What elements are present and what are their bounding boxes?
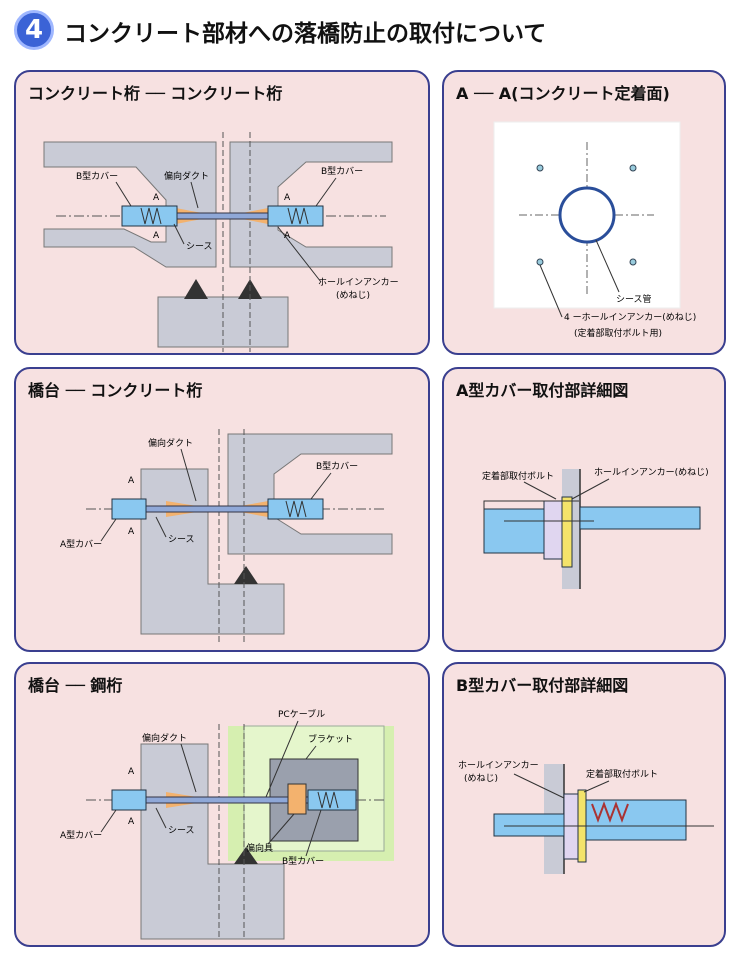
bearing xyxy=(234,847,258,864)
label-anchor: 4 ーホールインアンカー(めねじ) xyxy=(564,312,696,323)
cable-pipe xyxy=(493,813,575,837)
abutment xyxy=(140,743,285,940)
label-a-cover: A型カバー xyxy=(60,539,102,550)
bolt-plate xyxy=(561,496,573,568)
label-pc-cable: PCケーブル xyxy=(278,708,325,720)
label-device: 偏向具 xyxy=(246,842,273,854)
label-b-cover-left: B型カバー xyxy=(76,171,118,182)
label-sheath: シース xyxy=(186,242,213,252)
girder xyxy=(227,433,393,555)
label-a-top: A xyxy=(128,476,135,486)
label-b-cover: B型カバー xyxy=(282,856,324,867)
label-sheath: シース xyxy=(168,826,195,836)
panel-title: コンクリート桁 ── コンクリート桁 xyxy=(28,84,283,103)
diagram-concrete-concrete: B型カバー 偏向ダクト B型カバー シース ホールインアンカー (めねじ) A … xyxy=(43,132,399,352)
cover-body xyxy=(483,508,555,554)
label-sheath-pipe: シース管 xyxy=(616,293,652,305)
panel-title: A型カバー取付部詳細図 xyxy=(456,381,629,400)
diagram-b-cover-detail: ホールインアンカー (めねじ) 定着部取付ボルト xyxy=(458,760,714,874)
panel-abutment-to-concrete-girder: 橋台 ── コンクリート桁 偏向ダクト B型カバー A型カバー シース A A xyxy=(14,367,430,652)
b-cover-body xyxy=(585,799,687,841)
page-header: 4 コンクリート部材への落橋防止の取付について xyxy=(8,8,732,50)
panel-title: 橋台 ── コンクリート桁 xyxy=(28,381,203,400)
label-bracket: ブラケット xyxy=(308,733,353,745)
label-a-bottom-right: A xyxy=(284,231,291,241)
left-girder xyxy=(43,141,217,268)
label-a-bottom-left: A xyxy=(153,231,160,241)
label-duct: 偏向ダクト xyxy=(164,170,209,182)
cable-pipe xyxy=(579,506,701,530)
bearing xyxy=(234,566,258,584)
diagram-a-cover-detail: 定着部取付ボルト ホールインアンカー(めねじ) xyxy=(482,467,709,589)
label-bolt: (定着部取付ボルト用) xyxy=(574,327,662,339)
label-a-bottom: A xyxy=(128,817,135,827)
panel-concrete-girder-to-concrete-girder: コンクリート桁 ── コンクリート桁 B型カバー 偏向ダクト B型カバー シース… xyxy=(14,70,430,355)
label-a-bottom: A xyxy=(128,527,135,537)
page-title: コンクリート部材への落橋防止の取付について xyxy=(64,21,547,47)
anchor-hole-tl xyxy=(536,164,544,172)
anchor-hole-bl xyxy=(536,258,544,266)
label-a-top-left: A xyxy=(153,193,160,203)
label-duct: 偏向ダクト xyxy=(148,437,193,449)
deviation-device xyxy=(287,783,307,815)
label-a-top-right: A xyxy=(284,193,291,203)
label-sheath: シース xyxy=(168,535,195,545)
bearing-left xyxy=(184,279,208,299)
diagram-abutment-steel: PCケーブル 偏向ダクト ブラケット A型カバー シース 偏向具 B型カバー A… xyxy=(60,708,394,940)
panel-a-a-section: A ── A(コンクリート定着面) シース管 4 ーホールインアンカー(めねじ)… xyxy=(442,70,726,355)
label-anchor-2: (めねじ) xyxy=(336,290,370,301)
label-anchor-1: ホールインアンカー xyxy=(318,277,399,288)
label-b-cover-right: B型カバー xyxy=(321,166,363,177)
panel-title: B型カバー取付部詳細図 xyxy=(456,676,629,695)
label-a-top: A xyxy=(128,767,135,777)
anchor-hole-tr xyxy=(629,164,637,172)
diagram-abutment-concrete: 偏向ダクト B型カバー A型カバー シース A A xyxy=(60,429,393,644)
panel-a-cover-detail: A型カバー取付部詳細図 定着部取付ボルト ホールインアンカー(めねじ) xyxy=(442,367,726,652)
a-cover xyxy=(111,789,147,811)
label-bolt: 定着部取付ボルト xyxy=(482,470,554,482)
section-number-badge: 4 xyxy=(14,10,54,50)
label-bolt: 定着部取付ボルト xyxy=(586,768,658,780)
sheath-pipe-circle xyxy=(558,186,616,244)
panel-title: 橋台 ── 鋼桁 xyxy=(28,676,123,695)
label-b-cover: B型カバー xyxy=(316,461,358,472)
panel-abutment-to-steel-girder: 橋台 ── 鋼桁 PCケーブル 偏向ダクト ブラケット A型カバー シース 偏向… xyxy=(14,662,430,947)
label-anchor: ホールインアンカー(めねじ) xyxy=(594,467,709,478)
label-anchor-2: (めねじ) xyxy=(464,773,498,784)
diagram-a-a-section: シース管 4 ーホールインアンカー(めねじ) (定着部取付ボルト用) xyxy=(493,121,696,339)
right-girder xyxy=(229,141,393,268)
anchor-plate xyxy=(543,500,563,560)
panel-title: A ── A(コンクリート定着面) xyxy=(456,84,670,103)
anchor-hole-br xyxy=(629,258,637,266)
panel-b-cover-detail: B型カバー取付部詳細図 ホールインアンカー (めねじ) 定着部取付ボルト xyxy=(442,662,726,947)
bracket-wire xyxy=(483,500,579,529)
spring xyxy=(591,801,629,823)
a-cover xyxy=(111,498,147,520)
label-anchor-1: ホールインアンカー xyxy=(458,760,539,771)
label-a-cover: A型カバー xyxy=(60,830,102,841)
b-cover-left xyxy=(121,205,178,227)
b-cover-right xyxy=(267,205,324,227)
label-duct: 偏向ダクト xyxy=(142,732,187,744)
